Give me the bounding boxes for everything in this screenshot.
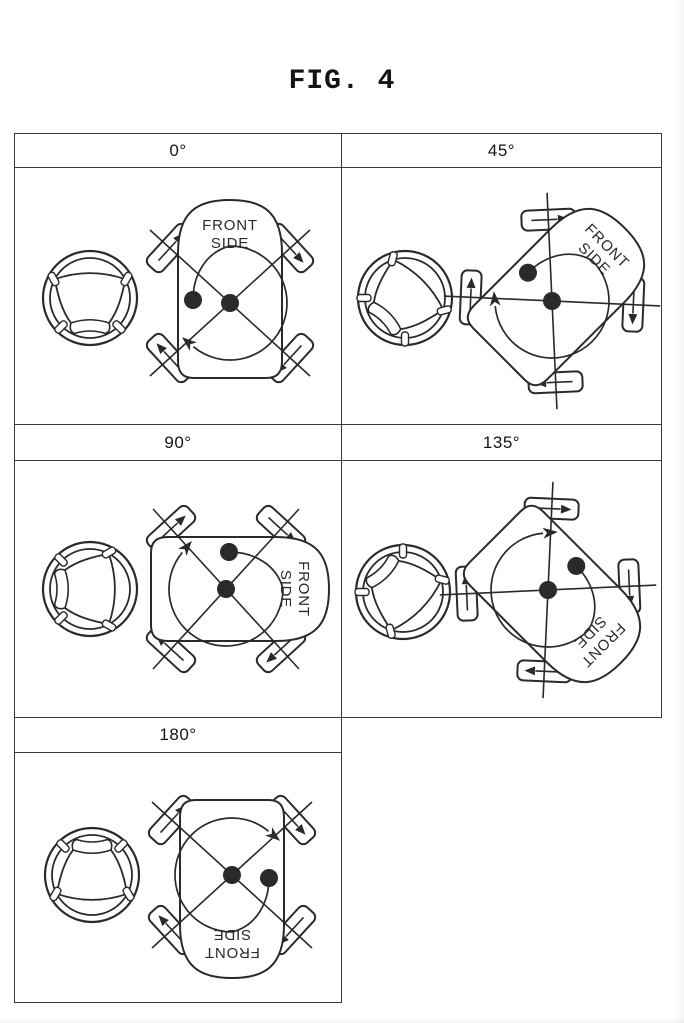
angle-label-0deg: 0° — [169, 140, 187, 160]
scan-edge-shadow — [0, 1017, 684, 1023]
header-cell-135deg: 135° — [342, 425, 662, 461]
scan-edge-shadow — [675, 0, 684, 1023]
vehicle-top-view — [114, 757, 350, 993]
diagram-cell-135deg — [335, 461, 662, 718]
diagram-cell-90deg — [14, 461, 342, 718]
diagram-cell-180deg — [14, 753, 342, 1003]
header-cell-90deg: 90° — [14, 425, 342, 461]
angle-label-135deg: 135° — [482, 432, 521, 452]
header-cell-0deg: 0° — [14, 133, 342, 168]
header-cell-180deg: 180° — [14, 718, 342, 753]
angle-label-90deg: 90° — [164, 432, 192, 452]
diagram-cell-45deg — [337, 168, 662, 425]
diagram-cell-0deg — [14, 168, 342, 425]
vehicle-top-view — [430, 472, 666, 708]
vehicle-top-view — [108, 471, 344, 707]
angle-label-180deg: 180° — [159, 725, 197, 744]
header-cell-45deg: 45° — [342, 133, 662, 168]
vehicle-top-view — [112, 185, 348, 421]
angle-label-45deg: 45° — [487, 140, 516, 160]
figure-title: FIG. 4 — [288, 66, 396, 97]
vehicle-top-view — [434, 183, 670, 419]
